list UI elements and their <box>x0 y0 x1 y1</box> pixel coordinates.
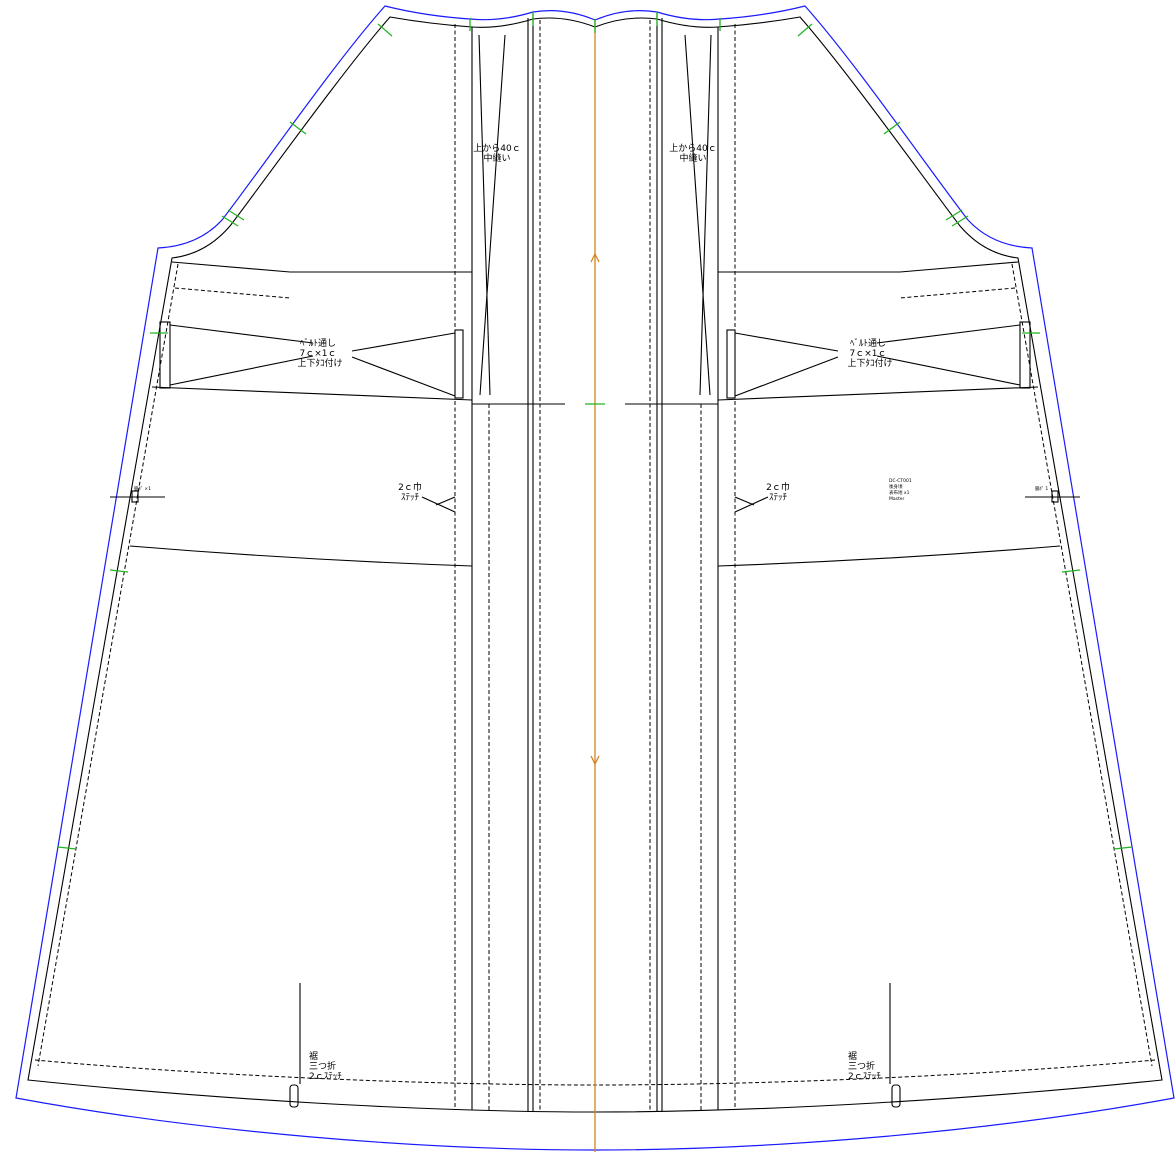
right-side-notch-label: 脇ﾎﾟ 1 <box>1035 485 1048 492</box>
left-dart-line-a <box>478 34 491 396</box>
left-notch-armhole-4 <box>227 209 245 221</box>
right-belt-loop-pointer-2 <box>876 355 1021 386</box>
left-hem-label-line3: 2ｃｽﾃｯﾁ <box>309 1071 342 1082</box>
right-belt-loop-pointer-3 <box>734 332 839 352</box>
right-belt-loop-side <box>1019 321 1031 389</box>
right-center-seam-label-line1: 上から40ｃ <box>669 143 716 154</box>
left-belt-loop-label-line3: 上下ﾀｺ付け <box>297 358 342 369</box>
left-stitch-label-line1: 2ｃ巾 <box>398 481 422 493</box>
right-lower-yoke-line <box>717 545 1061 567</box>
left-notch-armhole-2 <box>289 121 307 135</box>
right-belt-loop-label-line1: ﾍﾞﾙﾄ通し <box>850 338 886 349</box>
left-labels: 上から40ｃ 中縫い ﾍﾞﾙﾄ通し 7ｃ×1ｃ 上下ﾀｺ付け 2ｃ巾 ｽﾃｯﾁ … <box>134 143 521 1082</box>
right-hem-label-line3: 2ｃｽﾃｯﾁ <box>848 1071 881 1082</box>
left-center-seam-label-line2: 中縫い <box>483 152 510 164</box>
left-center-seam-label-line1: 上から40ｃ <box>473 143 520 154</box>
right-belt-loop-center <box>726 329 736 399</box>
right-notch-armhole-3 <box>951 215 969 227</box>
left-belt-loop-pointer-4 <box>351 356 456 397</box>
left-stitch-pointer-2 <box>435 496 456 506</box>
left-cut-line <box>15 5 596 1151</box>
right-belt-loop-pointer-4 <box>734 356 839 397</box>
left-belt-loop-side <box>159 321 171 389</box>
right-stitch-pointer-2 <box>734 496 755 506</box>
right-labels: 上から40ｃ 中縫い ﾍﾞﾙﾄ通し 7ｃ×1ｃ 上下ﾀｺ付け 2ｃ巾 ｽﾃｯﾁ … <box>669 143 1048 1082</box>
right-hem-label-line1: 裾 <box>848 1050 857 1062</box>
piece-info-line1: DC-CT001 <box>889 478 912 484</box>
right-stitch-label-line2: ｽﾃｯﾁ <box>769 492 788 503</box>
right-notch-armhole-2 <box>883 121 901 135</box>
right-belt-loop-pointer-1 <box>876 324 1021 344</box>
right-cut-line <box>594 5 1175 1151</box>
right-notch-side-3 <box>1113 846 1133 850</box>
left-side-notch-mark <box>131 490 139 503</box>
piece-info-line4: Master <box>889 496 905 502</box>
left-hem-fold-line <box>34 1059 596 1086</box>
right-hem-label-line2: 三つ折 <box>848 1060 875 1072</box>
left-belt-loop-pointer-2 <box>169 355 314 386</box>
left-belt-loop-label-line2: 7ｃ×1ｃ <box>300 349 337 359</box>
right-notch-armhole-4 <box>945 209 963 221</box>
right-dart-line-a <box>699 34 712 396</box>
piece-info-line3: 表布地 x1 <box>889 489 910 496</box>
right-belt-loop-label-line3: 上下ﾀｺ付け <box>847 358 892 369</box>
left-notch-side-3 <box>57 846 77 850</box>
left-waist-top-line <box>171 261 472 273</box>
left-belt-loop-label-line1: ﾍﾞﾙﾄ通し <box>300 338 336 349</box>
left-hem-pointer-mark <box>289 1084 299 1108</box>
right-waist-bottom-line <box>717 386 1039 401</box>
left-half <box>15 5 596 1151</box>
left-hem-label-line1: 裾 <box>309 1050 318 1062</box>
left-belt-loop-pointer-3 <box>351 332 456 352</box>
center-marks <box>585 19 605 1152</box>
grain-arrow-down <box>590 755 600 766</box>
right-belt-loop-label-line2: 7ｃ×1ｃ <box>850 349 887 359</box>
left-belt-loop-center <box>454 329 464 399</box>
right-seam-line <box>594 16 1163 1113</box>
left-belt-loop-pointer-1 <box>169 324 314 344</box>
right-dart-line-b <box>684 34 711 396</box>
left-hem-label-line2: 三つ折 <box>309 1060 336 1072</box>
left-waist-bottom-line <box>151 386 473 401</box>
right-waist-top-line <box>718 261 1019 273</box>
right-notch-armhole-1 <box>797 23 813 37</box>
left-notch-side-2 <box>109 569 129 573</box>
right-hem-fold-line <box>594 1059 1156 1086</box>
right-side-stitch-line <box>1011 263 1153 1067</box>
left-lower-yoke-line <box>129 545 473 567</box>
left-notch-armhole-3 <box>221 215 239 227</box>
right-center-seam-label-line2: 中縫い <box>679 152 706 164</box>
left-seam-line <box>27 16 596 1113</box>
left-stitch-label-line2: ｽﾃｯﾁ <box>401 492 420 503</box>
left-side-notch-label: 脇ﾎﾟ ×1 <box>134 485 151 492</box>
left-dart-line-b <box>479 34 506 396</box>
left-side-stitch-line <box>37 263 179 1067</box>
grain-arrow-up <box>590 252 600 263</box>
right-stitch-label-line1: 2ｃ巾 <box>766 481 790 493</box>
right-half <box>594 5 1175 1151</box>
piece-info-line2: 後身頃 <box>889 483 903 490</box>
left-notch-armhole-1 <box>377 23 393 37</box>
right-hem-pointer-mark <box>891 1084 901 1108</box>
right-notch-side-2 <box>1061 569 1081 573</box>
right-side-notch-mark <box>1051 490 1059 503</box>
